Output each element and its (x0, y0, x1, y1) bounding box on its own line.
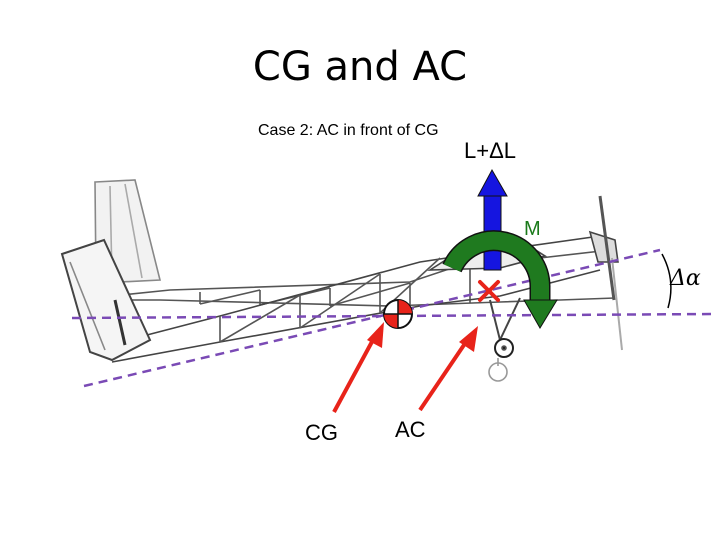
lift-label: L+ΔL (464, 138, 517, 163)
x-mark-icon (478, 280, 500, 302)
ac-label: AC (395, 417, 426, 442)
delta-alpha-arc (661, 253, 672, 309)
fuselage-bottom (112, 297, 616, 307)
delta-alpha-label: Δα (670, 266, 701, 291)
aircraft-drawing (60, 179, 623, 382)
moment-arrow (442, 230, 558, 329)
cg-label: CG (305, 420, 338, 445)
cg-pointer-arrow (332, 322, 384, 413)
ac-pointer-arrow (418, 326, 478, 412)
propeller (598, 195, 616, 301)
moment-label: M (524, 218, 541, 240)
main-wheel (494, 338, 514, 358)
pitched-fuselage-top (119, 235, 601, 343)
case-subtitle: Case 2: AC in front of CG (258, 122, 439, 139)
slide-title: CG and AC (252, 44, 468, 90)
pitched-reference-line (83, 248, 661, 388)
fuselage-top (111, 249, 611, 297)
pitched-tail (60, 238, 152, 362)
cg-symbol-icon (383, 299, 413, 329)
